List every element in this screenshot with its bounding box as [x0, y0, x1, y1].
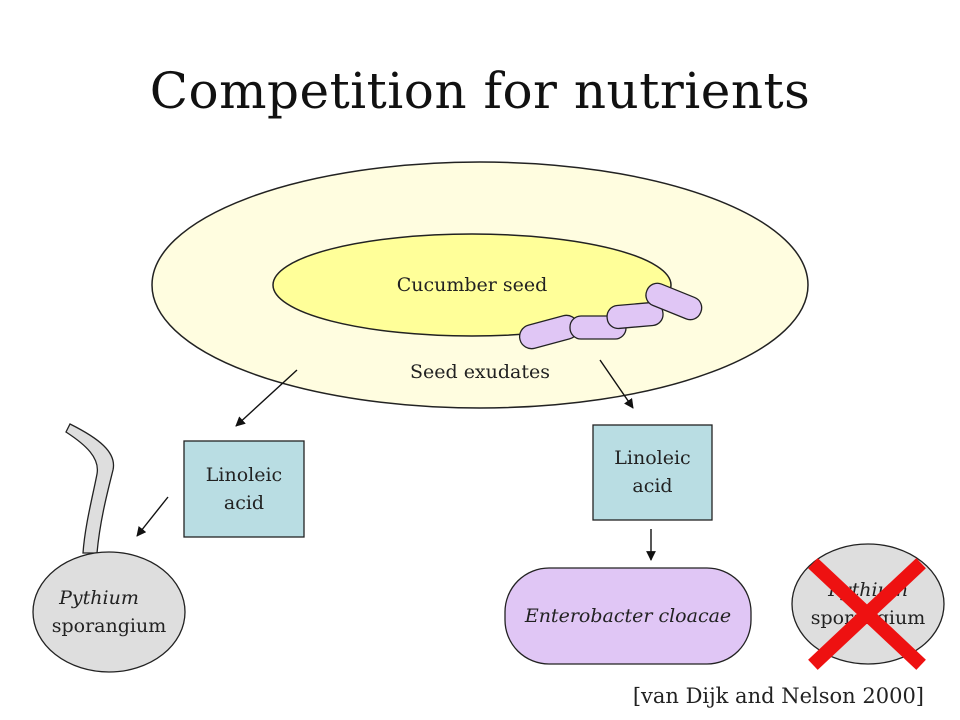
right-acid-label: Linoleic acid [593, 444, 712, 500]
right-acid-line1: Linoleic [614, 447, 691, 469]
arrow-exudate-to-right-acid [599, 359, 634, 409]
left-sporangium-label: Pythium sporangium [34, 584, 184, 640]
exudates-label: Seed exudates [409, 361, 551, 383]
pythium-sporangium-left [32, 551, 186, 673]
arrow-exudate-to-left-acid [235, 369, 298, 427]
linoleic-acid-box-left [183, 440, 305, 538]
left-acid-line2: acid [223, 492, 265, 514]
seed-bacteria [518, 282, 703, 350]
left-acid-label: Linoleic acid [184, 461, 304, 517]
bacterium-rod [606, 301, 664, 330]
linoleic-acid-box-right [592, 424, 713, 521]
enterobacter-label: Enterobacter cloacae [524, 605, 732, 627]
right-sporangium-word: sporangium [810, 607, 926, 629]
arrow-acid-to-pythium [136, 496, 169, 537]
citation: [van Dijk and Nelson 2000] [632, 684, 924, 708]
right-sporangium-label: Pythium sporangium [793, 576, 943, 632]
left-acid-line1: Linoleic [205, 464, 283, 486]
bacterium-rod [645, 282, 703, 321]
page-title: Competition for nutrients [149, 62, 811, 120]
right-acid-line2: acid [632, 475, 673, 497]
left-sporangium-genus: Pythium [59, 587, 139, 609]
seed-label: Cucumber seed [396, 274, 548, 296]
enterobacter-cell [504, 567, 752, 665]
cucumber-seed [272, 233, 672, 337]
pythium-hypha [65, 423, 115, 554]
right-sporangium-genus: Pythium [828, 579, 908, 601]
left-sporangium-word: sporangium [51, 615, 167, 637]
